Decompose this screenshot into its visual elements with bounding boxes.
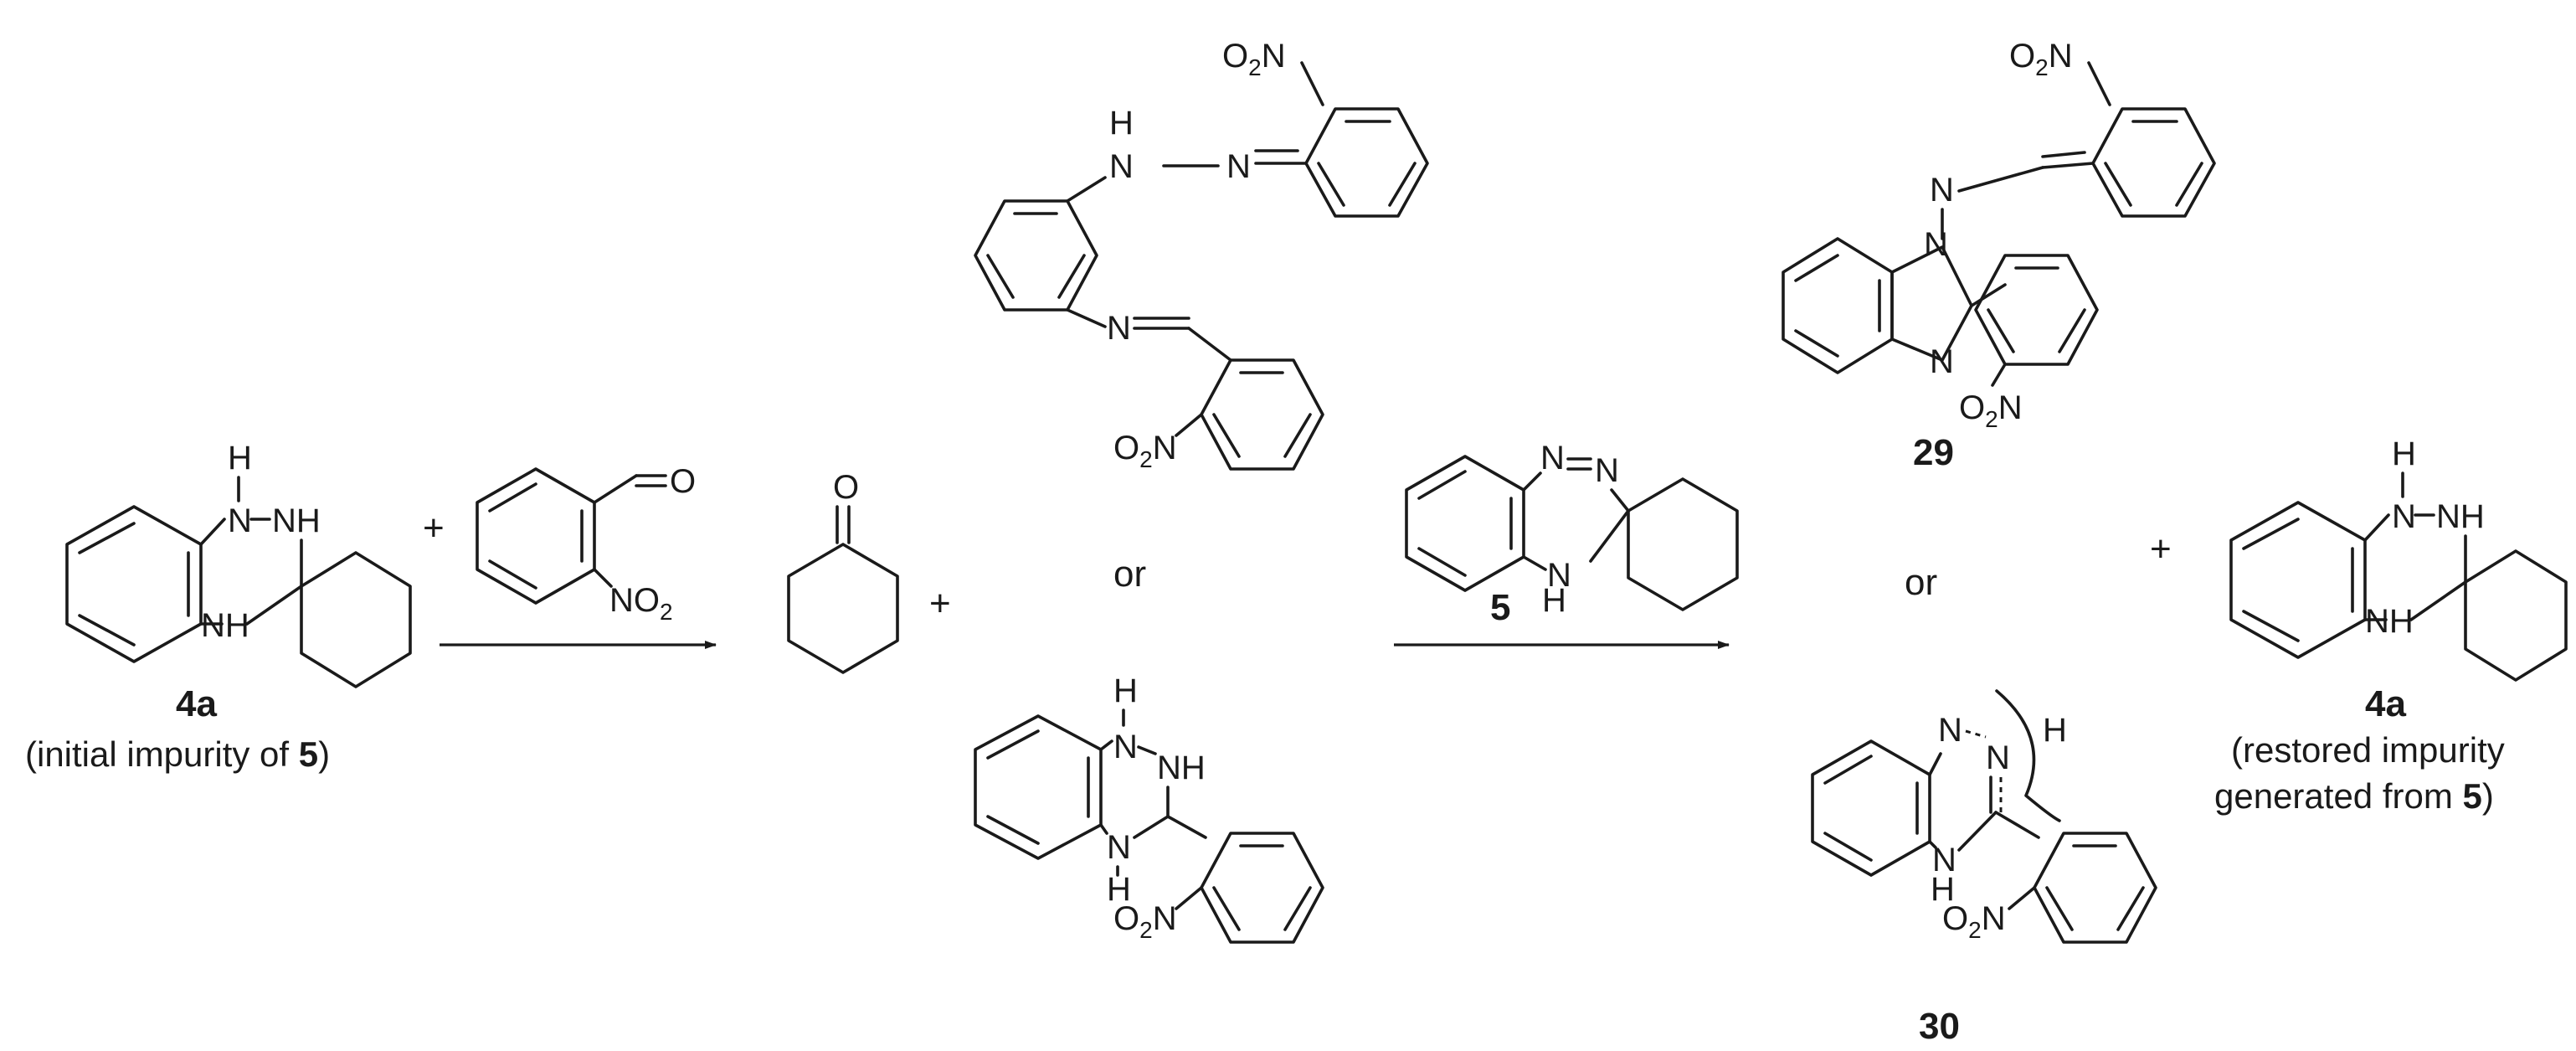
or-label: or — [1113, 554, 1146, 595]
nitro-group: O2N — [1113, 430, 1177, 472]
atom-n: N — [1924, 226, 1948, 263]
atom-o: O — [833, 469, 859, 506]
or-label: or — [1905, 562, 1937, 603]
atom-n: N — [1107, 310, 1131, 347]
compound-4a-initial: H N NH NH 4a (initial impurity of 5) — [25, 440, 412, 774]
atom-n: N — [1938, 712, 1962, 749]
cyclohexane-ring — [300, 551, 412, 688]
compound-label: 4a — [2365, 683, 2406, 724]
nitro-group: O2N — [1113, 900, 1177, 943]
atom-n: N — [1113, 729, 1138, 765]
atom-h: H — [1113, 672, 1138, 709]
atom-n: N — [1226, 148, 1251, 185]
compound-caption-line1: (restored impurity — [2231, 730, 2505, 770]
nitro-group: O2N — [2009, 38, 2073, 80]
atom-n: N — [1930, 343, 1954, 380]
atom-n: N — [1930, 172, 1954, 209]
nitro-group: O2N — [1222, 38, 1286, 80]
compound-29: O2N N N N O2N 29 — [1782, 38, 2216, 473]
h-shift-arc — [1995, 689, 2061, 822]
compound-triazine-intermediate: H N NH N H O2N — [974, 672, 1324, 944]
benzene-ring — [1782, 237, 1894, 374]
atom-nh: NH — [272, 502, 321, 539]
benzene-ring — [2091, 107, 2216, 218]
benzene-ring — [974, 714, 1103, 860]
benzene-ring — [1405, 455, 1525, 592]
atom-nh: NH — [2365, 603, 2414, 640]
atom-h: H — [2043, 712, 2067, 749]
cyclohexane-ring — [787, 543, 899, 674]
plus-sign: + — [2150, 528, 2172, 569]
benzene-ring — [65, 505, 203, 663]
atom-nh: NH — [2436, 498, 2485, 535]
atom-h: H — [228, 440, 252, 477]
benzene-ring — [974, 199, 1098, 312]
benzene-ring — [1811, 739, 1931, 877]
cyclohexane-ring — [2464, 549, 2568, 682]
atom-h: H — [1109, 105, 1134, 142]
compound-label: 30 — [1919, 1006, 1960, 1047]
cyclohexane-ring — [1627, 477, 1739, 611]
atom-o: O — [670, 463, 696, 500]
atom-h: H — [1542, 582, 1566, 619]
benzene-ring — [1304, 107, 1429, 218]
atom-n: N — [1540, 440, 1565, 477]
benzene-ring — [1974, 254, 2099, 366]
plus-sign: + — [929, 583, 951, 624]
atom-n: N — [2392, 498, 2416, 535]
compound-caption-line2: generated from 5) — [2214, 776, 2494, 816]
compound-4a-restored: H N NH NH 4a (restored impurity generate… — [2214, 435, 2568, 816]
atom-h: H — [2392, 435, 2416, 472]
atom-n: N — [1107, 829, 1131, 866]
atom-n: N — [1109, 148, 1134, 185]
atom-h: H — [1107, 871, 1131, 908]
nitro-group: O2N — [1959, 389, 2023, 432]
reagent-2-nitrobenzaldehyde: + O NO2 — [423, 463, 696, 625]
atom-h: H — [1931, 871, 1955, 908]
benzene-ring — [476, 467, 596, 605]
compound-hydrazone-intermediate: O2N N H N N O2N — [974, 38, 1429, 472]
benzene-ring — [2229, 501, 2367, 659]
nitro-group: NO2 — [609, 582, 673, 625]
atom-n: N — [1986, 739, 2010, 776]
atom-nh: NH — [201, 607, 249, 644]
compound-label: 4a — [176, 683, 217, 724]
atom-nh: NH — [1157, 750, 1206, 786]
compound-caption: (initial impurity of 5) — [25, 734, 330, 774]
atom-n: N — [1547, 557, 1571, 594]
atom-n: N — [1595, 452, 1619, 489]
plus-sign: + — [423, 507, 445, 549]
compound-label: 5 — [1490, 587, 1510, 628]
imidazole-ring — [1890, 245, 1973, 362]
benzene-ring — [2033, 832, 2157, 944]
compound-cyclohexanone: O + — [787, 469, 951, 674]
compound-30: N N H N H O2N 30 — [1811, 689, 2157, 1047]
nitro-group: O2N — [1942, 900, 2006, 943]
compound-5-reagent: N N N H 5 — [1405, 440, 1739, 628]
benzene-ring — [1200, 832, 1324, 944]
atom-n: N — [228, 502, 252, 539]
compound-label: 29 — [1913, 432, 1954, 473]
benzene-ring — [1200, 358, 1324, 471]
